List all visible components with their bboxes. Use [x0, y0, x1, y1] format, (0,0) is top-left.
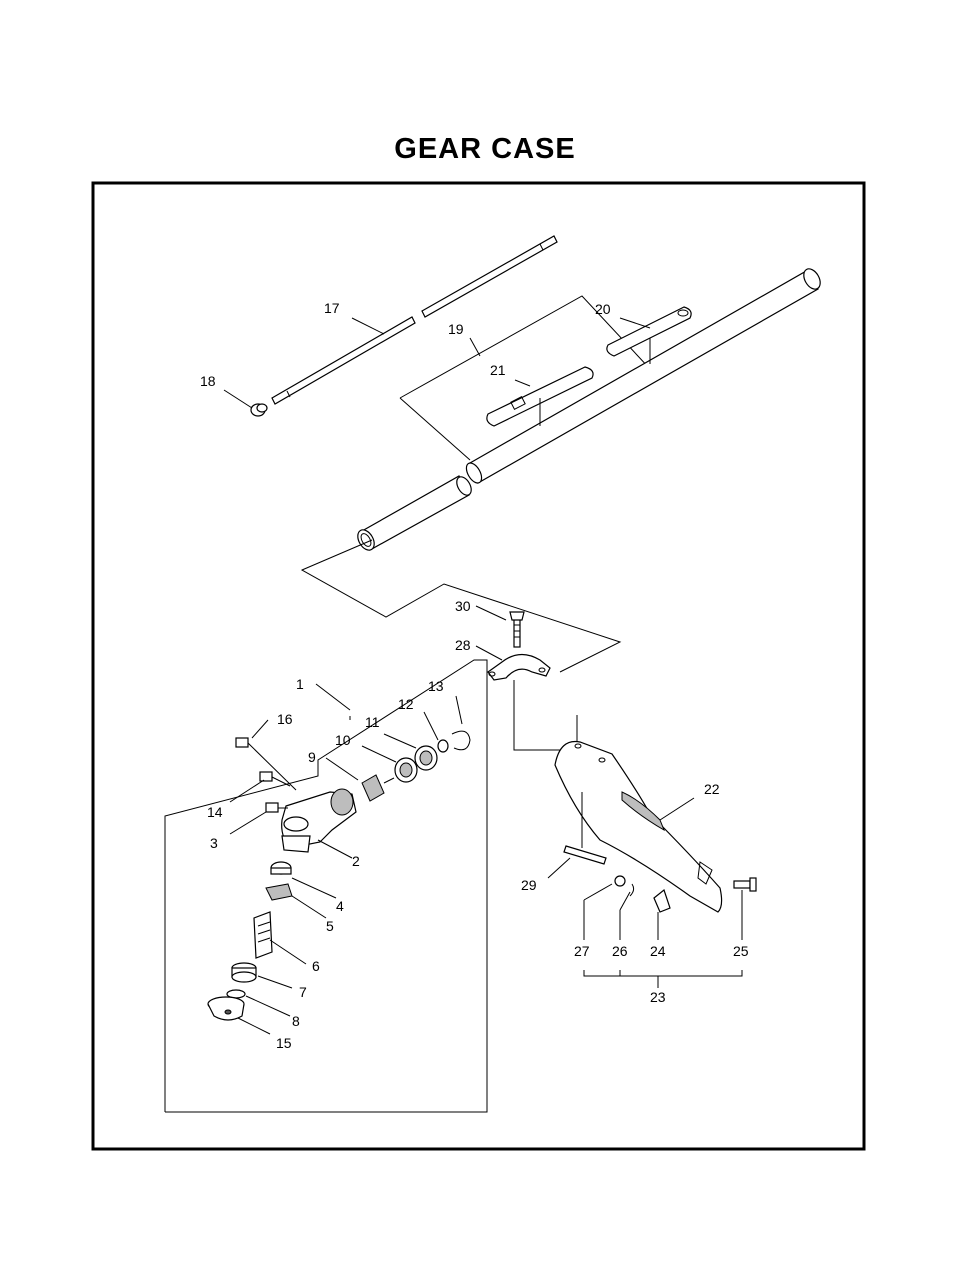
spindle-6-part — [253, 911, 273, 959]
bolt-14-part — [259, 771, 291, 787]
callout-2: 2 — [352, 853, 360, 869]
nut-27-part — [614, 875, 626, 887]
blade-24-part — [653, 888, 671, 913]
guard-part — [554, 740, 723, 913]
label-plate-21 — [486, 366, 594, 427]
shaft-end-cap-part — [250, 403, 268, 417]
snap-ring-13-part — [451, 730, 471, 751]
callout-21: 21 — [490, 362, 506, 378]
main-tube-upper — [465, 268, 821, 484]
bearing-11-part — [414, 745, 438, 771]
callout-10: 10 — [335, 732, 351, 748]
callout-27: 27 — [574, 943, 590, 959]
callout-24: 24 — [650, 943, 666, 959]
callout-30: 30 — [455, 598, 471, 614]
callout-18: 18 — [200, 373, 216, 389]
tube-gearcase-outline — [300, 539, 622, 673]
label-plate-20 — [606, 306, 692, 357]
callout-5: 5 — [326, 918, 334, 934]
callout-13: 13 — [428, 678, 444, 694]
bolt-16-part — [235, 737, 297, 791]
callout-7: 7 — [299, 984, 307, 1000]
gearcase-section-outline — [164, 659, 488, 1113]
callout-14: 14 — [207, 804, 223, 820]
pinion-gear-part — [361, 774, 395, 802]
callout-12: 12 — [398, 696, 414, 712]
main-tube-lower — [357, 475, 472, 551]
callout-1: 1 — [296, 676, 304, 692]
diagram-frame — [91, 181, 866, 1151]
callout-28: 28 — [455, 637, 471, 653]
callout-17: 17 — [324, 300, 340, 316]
bracket-29-part — [563, 792, 607, 865]
callout-16: 16 — [277, 711, 293, 727]
callout-19: 19 — [448, 321, 464, 337]
callout-8: 8 — [292, 1013, 300, 1029]
leader-lines — [223, 317, 743, 1035]
bolt-3-part — [265, 802, 288, 813]
bevel-gear-5-part — [265, 883, 293, 901]
callout-26: 26 — [612, 943, 628, 959]
drive-shaft-part — [271, 235, 558, 405]
collar-4-part — [270, 861, 292, 875]
callout-4: 4 — [336, 898, 344, 914]
callout-29: 29 — [521, 877, 537, 893]
spacer-7-part — [231, 962, 257, 983]
cover-15-part — [207, 996, 245, 1021]
callout-25: 25 — [733, 943, 749, 959]
callout-3: 3 — [210, 835, 218, 851]
callout-6: 6 — [312, 958, 320, 974]
callout-22: 22 — [704, 781, 720, 797]
page-title: GEAR CASE — [394, 133, 576, 165]
callout-15: 15 — [276, 1035, 292, 1051]
callout-9: 9 — [308, 749, 316, 765]
clamp-part — [487, 653, 551, 681]
clamp-guard-leader — [513, 680, 578, 751]
ring-12-part — [437, 739, 449, 753]
bearing-10-part — [394, 757, 418, 783]
callout-20: 20 — [595, 301, 611, 317]
clamp-bolt-part — [509, 611, 525, 648]
callout-11: 11 — [365, 714, 380, 730]
callout-23: 23 — [650, 989, 666, 1005]
bolt-25-part — [733, 877, 757, 892]
gear-head-housing-part — [281, 788, 357, 853]
washer-26-part — [629, 883, 635, 897]
